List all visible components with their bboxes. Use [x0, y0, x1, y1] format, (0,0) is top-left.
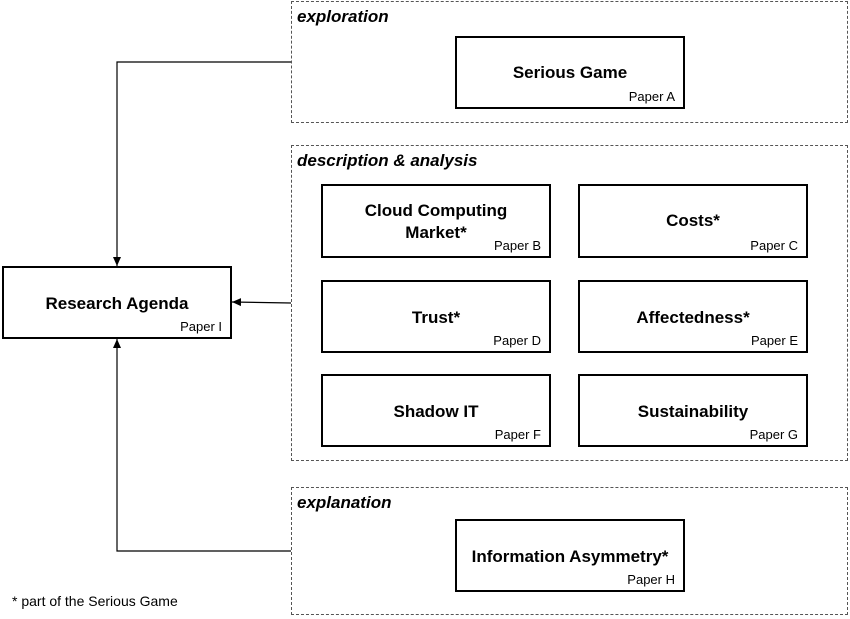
box-cloud-computing-market: Cloud Computing Market* Paper B [321, 184, 551, 258]
arrow-exploration-to-agenda [113, 61, 291, 266]
box-title: Shadow IT [393, 402, 479, 421]
box-sustainability: Sustainability Paper G [578, 374, 808, 447]
box-research-agenda: Research Agenda Paper I [2, 266, 232, 339]
box-trust: Trust* Paper D [321, 280, 551, 353]
group-label-explanation: explanation [297, 493, 392, 512]
box-title-line2: Market* [405, 223, 467, 242]
box-shadow-it: Shadow IT Paper F [321, 374, 551, 447]
box-title: Costs* [666, 211, 720, 230]
group-exploration: exploration [291, 1, 848, 123]
box-costs: Costs* Paper C [578, 184, 808, 258]
paper-label: Paper A [628, 89, 675, 104]
paper-label: Paper C [750, 238, 798, 253]
group-explanation: explanation [291, 487, 848, 615]
paper-label: Paper I [180, 319, 222, 334]
box-title: Affectedness* [636, 308, 750, 327]
box-serious-game: Serious Game Paper A [455, 36, 685, 109]
arrow-explanation-to-agenda [113, 339, 291, 552]
paper-label: Paper B [494, 238, 541, 253]
box-title-line1: Cloud Computing [364, 201, 508, 220]
group-label-exploration: exploration [297, 7, 389, 26]
paper-label: Paper D [493, 333, 541, 348]
box-title: Information Asymmetry* [471, 547, 669, 566]
box-information-asymmetry: Information Asymmetry* Paper H [455, 519, 685, 592]
group-description-analysis: description & analysis [291, 145, 848, 461]
arrow-description-to-agenda [231, 298, 292, 307]
box-title: Research Agenda [45, 294, 189, 313]
paper-label: Paper F [494, 427, 541, 442]
paper-label: Paper H [627, 572, 675, 587]
paper-label: Paper G [749, 427, 798, 442]
box-title: Serious Game [512, 63, 628, 82]
footnote: * part of the Serious Game [12, 593, 178, 609]
paper-label: Paper E [751, 333, 798, 348]
group-label-description-analysis: description & analysis [297, 151, 478, 170]
box-title: Sustainability [637, 402, 749, 421]
box-title: Trust* [411, 308, 461, 327]
box-affectedness: Affectedness* Paper E [578, 280, 808, 353]
